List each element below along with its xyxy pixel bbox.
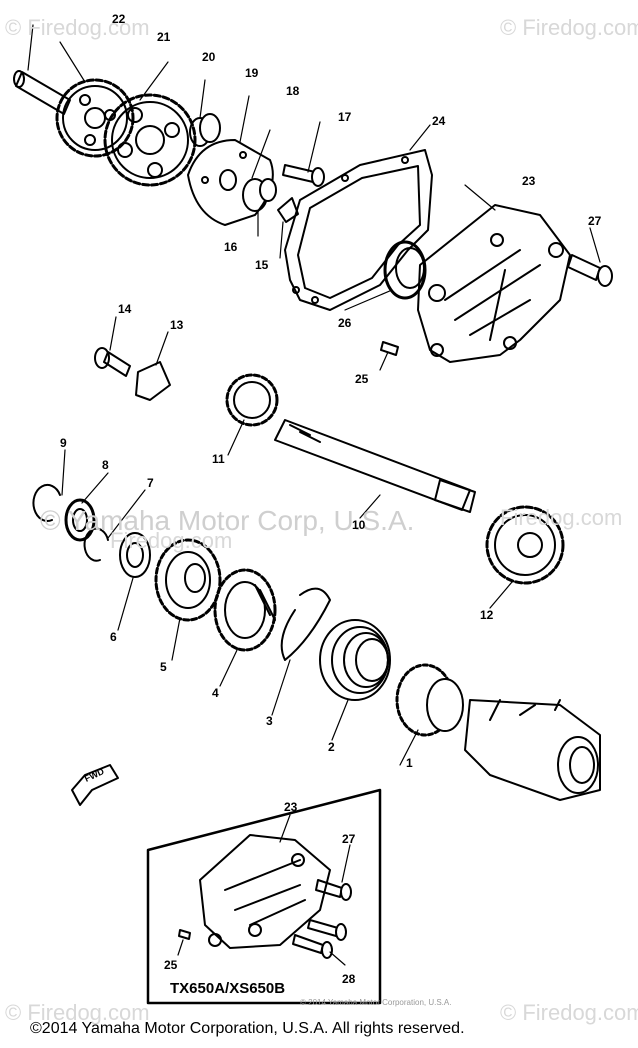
- watermark-bottom-left: © Firedog.com: [5, 1000, 150, 1025]
- part-label-21: 21: [157, 30, 171, 44]
- inset-label-23: 23: [284, 800, 298, 814]
- starter-housing: [464, 699, 601, 801]
- part-label-14: 14: [118, 302, 132, 316]
- part-label-6: 6: [110, 630, 117, 644]
- watermark-top-left: © Firedog.com: [5, 15, 150, 40]
- watermark-middle-right: Firedog.com: [500, 505, 623, 530]
- part-18-plate: [187, 139, 274, 226]
- fwd-arrow: [71, 764, 119, 806]
- watermark-top-right: © Firedog.com: [500, 15, 638, 40]
- part-label-4: 4: [212, 686, 219, 700]
- part-label-20: 20: [202, 50, 216, 64]
- part-5-gear: [154, 538, 222, 622]
- part-label-2: 2: [328, 740, 335, 754]
- part-label-27: 27: [588, 214, 602, 228]
- watermark-middle-left: Firedog.com: [110, 528, 233, 553]
- part-label-3: 3: [266, 714, 273, 728]
- part-label-26: 26: [338, 316, 352, 330]
- watermark-bottom-right: © Firedog.com: [500, 1000, 638, 1025]
- part-label-9: 9: [60, 436, 67, 450]
- part-4-gear: [213, 568, 277, 652]
- part-label-18: 18: [286, 84, 300, 98]
- part-13-stopper: [135, 361, 171, 401]
- part-label-15: 15: [255, 258, 269, 272]
- part-3-clip: [280, 587, 331, 661]
- inset-label-25: 25: [164, 958, 178, 972]
- part-label-8: 8: [102, 458, 109, 472]
- part-6-washer: [119, 532, 151, 578]
- part-21-gear: [55, 78, 135, 158]
- part-label-22: 22: [112, 12, 126, 26]
- part-2-spring: [319, 619, 391, 701]
- part-10-shaft: [274, 419, 476, 513]
- inset-label-27: 27: [342, 832, 356, 846]
- part-label-17: 17: [338, 110, 352, 124]
- part-1-pinion: [395, 663, 464, 737]
- part-label-16: 16: [224, 240, 238, 254]
- inset-box: [146, 788, 382, 1005]
- part-label-13: 13: [170, 318, 184, 332]
- copyright-footer: ©2014 Yamaha Motor Corporation, U.S.A. A…: [30, 1020, 465, 1037]
- part-label-11: 11: [212, 452, 225, 466]
- part-17-bolt: [282, 164, 325, 187]
- part-8-washer: [64, 498, 96, 542]
- part-11-gear: [225, 373, 279, 427]
- part-label-5: 5: [160, 660, 167, 674]
- part-14-bolt: [94, 347, 131, 377]
- part-label-12: 12: [480, 608, 494, 622]
- part-label-7: 7: [147, 476, 154, 490]
- part-26-seal: [383, 240, 427, 300]
- part-9-circlip: [32, 483, 61, 522]
- part-label-23: 23: [522, 174, 536, 188]
- part-27-bolt: [567, 254, 613, 287]
- part-25-dowel: [380, 341, 399, 356]
- part-label-1: 1: [406, 756, 413, 770]
- inset-model-label: TX650A/XS650B: [170, 980, 286, 997]
- part-23-cover: [417, 204, 571, 363]
- part-16-collar: [242, 178, 277, 212]
- small-copyright-note: © 2014 Yamaha Motor Corporation, U.S.A.: [300, 998, 452, 1007]
- part-12-gear: [485, 505, 565, 585]
- part-label-19: 19: [245, 66, 259, 80]
- part-7-circlip: [83, 527, 109, 562]
- part-label-24: 24: [432, 114, 446, 128]
- part-label-25: 25: [355, 372, 369, 386]
- inset-label-28: 28: [342, 972, 356, 986]
- part-20-gear: [103, 93, 197, 187]
- part-24-gasket: [284, 149, 433, 311]
- part-15-lockwasher: [277, 197, 299, 223]
- watermark-middle: © Yamaha Motor Corp, U.S.A.: [40, 505, 415, 536]
- part-22-shaft: [13, 70, 71, 115]
- part-label-10: 10: [352, 518, 366, 532]
